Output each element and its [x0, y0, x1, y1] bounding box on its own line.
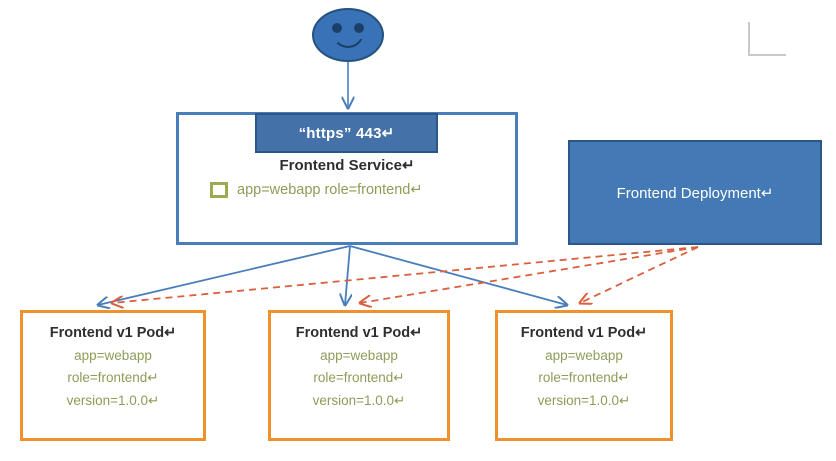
- pod-label-version: version=1.0.0↵: [312, 393, 406, 408]
- frontend-service-box: [176, 112, 518, 245]
- service-selector-row: app=webapp role=frontend↵: [210, 182, 422, 198]
- pod-label-version: version=1.0.0↵: [66, 393, 160, 408]
- smiley-eye-left-icon: [332, 23, 342, 33]
- pod-label-app: app=webapp: [545, 348, 623, 363]
- pod-title: Frontend v1 Pod↵: [295, 325, 423, 341]
- pod-label-role: role=frontend↵: [313, 370, 405, 385]
- pod-box-3: Frontend v1 Pod↵ app=webapp role=fronten…: [495, 310, 673, 441]
- user-actor-smiley-icon: [312, 8, 384, 62]
- pod-box-2: Frontend v1 Pod↵ app=webapp role=fronten…: [268, 310, 450, 441]
- pod-label-role: role=frontend↵: [538, 370, 630, 385]
- https-port-banner: “https” 443↵: [255, 113, 438, 153]
- frontend-service-title: Frontend Service↵: [279, 157, 415, 174]
- pod-label-app: app=webapp: [320, 348, 398, 363]
- pod-label-app: app=webapp: [74, 348, 152, 363]
- pod-label-role: role=frontend↵: [67, 370, 159, 385]
- edge-deployment-to-pods: [112, 246, 699, 303]
- edge-service-to-pods: [98, 245, 567, 305]
- frontend-deployment-label: Frontend Deployment↵: [616, 184, 774, 202]
- corner-crop-mark: [748, 22, 786, 56]
- service-selector-label: app=webapp role=frontend↵: [237, 182, 423, 198]
- smiley-eye-right-icon: [354, 23, 364, 33]
- pod-box-1: Frontend v1 Pod↵ app=webapp role=fronten…: [20, 310, 206, 441]
- pod-label-version: version=1.0.0↵: [537, 393, 631, 408]
- green-square-icon: [210, 182, 228, 198]
- pod-title: Frontend v1 Pod↵: [520, 325, 648, 341]
- pod-title: Frontend v1 Pod↵: [49, 325, 177, 341]
- smiley-mouth-icon: [332, 32, 364, 48]
- frontend-deployment-box: Frontend Deployment↵: [568, 140, 822, 245]
